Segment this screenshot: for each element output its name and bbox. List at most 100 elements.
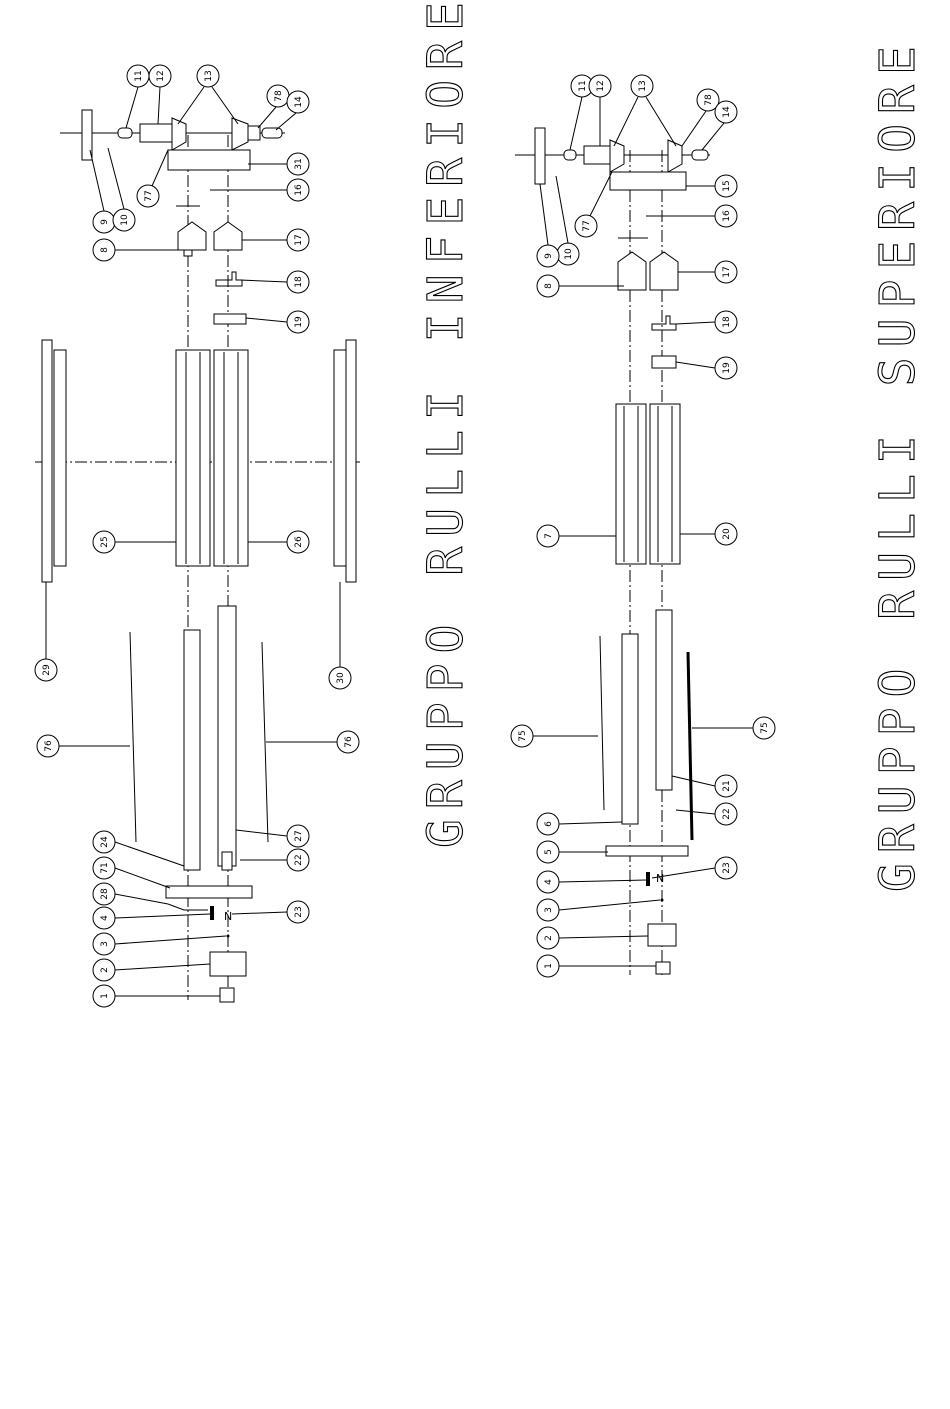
svg-text:7: 7 [544, 533, 554, 539]
callout-lower-14: 14 [287, 91, 309, 113]
callout-lower-2: 2 [93, 959, 115, 981]
callout-upper-17: 17 [715, 261, 737, 283]
callout-lower-3: 3 [93, 933, 115, 955]
svg-text:19: 19 [722, 362, 732, 374]
svg-text:13: 13 [638, 80, 648, 91]
callout-upper-15: 15 [715, 175, 737, 197]
svg-text:17: 17 [722, 266, 732, 277]
callout-upper-16: 16 [715, 205, 737, 227]
svg-text:10: 10 [564, 248, 574, 260]
callout-lower-76b: 76 [337, 731, 359, 753]
callout-lower-16: 16 [287, 179, 309, 201]
svg-text:1: 1 [100, 993, 110, 999]
callout-upper-5: 5 [537, 841, 559, 863]
callout-upper-7: 7 [537, 525, 559, 547]
svg-text:22: 22 [722, 808, 732, 819]
svg-text:19: 19 [294, 316, 304, 328]
callout-lower-31: 31 [287, 153, 309, 175]
callout-lower-23: 23 [287, 901, 309, 923]
svg-text:17: 17 [294, 234, 304, 245]
svg-text:27: 27 [294, 830, 304, 841]
svg-text:10: 10 [120, 214, 130, 226]
svg-text:25: 25 [100, 536, 110, 547]
svg-text:11: 11 [134, 70, 144, 81]
svg-text:12: 12 [596, 80, 606, 91]
callout-lower-22: 22 [287, 849, 309, 871]
callout-upper-3: 3 [537, 899, 559, 921]
svg-text:14: 14 [294, 96, 304, 108]
svg-text:23: 23 [294, 906, 304, 917]
callout-lower-28: 28 [93, 883, 115, 905]
svg-text:4: 4 [544, 879, 554, 885]
callout-upper-22: 22 [715, 803, 737, 825]
callout-lower-30: 30 [329, 667, 351, 689]
callout-lower-19: 19 [287, 311, 309, 333]
svg-text:1: 1 [544, 963, 554, 969]
callout-upper-2: 2 [537, 927, 559, 949]
svg-text:77: 77 [582, 220, 592, 231]
svg-text:16: 16 [294, 184, 304, 196]
callout-lower-77: 77 [137, 185, 159, 207]
svg-text:29: 29 [42, 664, 52, 676]
svg-text:77: 77 [144, 190, 154, 201]
svg-text:9: 9 [544, 253, 554, 259]
callout-lower-8: 8 [93, 239, 115, 261]
callout-lower-4: 4 [93, 907, 115, 929]
svg-text:20: 20 [722, 528, 732, 540]
callout-lower-13: 13 [197, 65, 219, 87]
svg-text:78: 78 [704, 94, 714, 106]
callout-upper-14: 14 [715, 101, 737, 123]
svg-text:30: 30 [336, 672, 346, 684]
callout-lower-11: 11 [127, 65, 149, 87]
svg-text:15: 15 [722, 180, 732, 191]
svg-text:11: 11 [578, 80, 588, 91]
svg-text:75: 75 [518, 730, 528, 741]
callout-lower-27: 27 [287, 825, 309, 847]
lower-roller-group: N [35, 110, 360, 1002]
svg-text:31: 31 [294, 158, 304, 169]
svg-text:2: 2 [100, 967, 110, 973]
title-lower-group: GRUPPO RULLI INFERIORE [418, 0, 474, 848]
svg-text:13: 13 [204, 70, 214, 81]
callout-lower-25: 25 [93, 531, 115, 553]
svg-text:75: 75 [760, 722, 770, 733]
callout-upper-23: 23 [715, 857, 737, 879]
callout-lower-9: 9 [93, 211, 115, 233]
callout-lower-76a: 76 [37, 735, 59, 757]
svg-text:18: 18 [294, 276, 304, 288]
callout-upper-19: 19 [715, 357, 737, 379]
callout-upper-8: 8 [537, 275, 559, 297]
svg-text:9: 9 [100, 219, 110, 225]
callout-upper-75a: 75 [511, 725, 533, 747]
svg-text:18: 18 [722, 316, 732, 328]
callout-upper-21: 21 [715, 775, 737, 797]
callout-lower-10: 10 [113, 209, 135, 231]
svg-text:26: 26 [294, 536, 304, 548]
callout-upper-9: 9 [537, 245, 559, 267]
callout-upper-12: 12 [589, 75, 611, 97]
callout-lower-29: 29 [35, 659, 57, 681]
callout-lower-1: 1 [93, 985, 115, 1007]
callout-upper-6: 6 [537, 813, 559, 835]
callout-upper-75b: 75 [753, 717, 775, 739]
callout-lower-78: 78 [267, 85, 289, 107]
callout-lower-12: 12 [149, 65, 171, 87]
svg-text:14: 14 [722, 106, 732, 118]
callout-lower-17: 17 [287, 229, 309, 251]
svg-text:76: 76 [44, 740, 54, 752]
callout-upper-10: 10 [557, 243, 579, 265]
svg-text:N: N [656, 872, 664, 885]
callout-lower-18: 18 [287, 271, 309, 293]
callout-upper-1: 1 [537, 955, 559, 977]
callout-lower-24: 24 [93, 831, 115, 853]
svg-text:71: 71 [100, 862, 110, 873]
title-upper-group: GRUPPO RULLI SUPERIORE [870, 36, 926, 892]
svg-text:78: 78 [274, 90, 284, 102]
svg-text:2: 2 [544, 935, 554, 941]
svg-text:12: 12 [156, 70, 166, 81]
svg-text:22: 22 [294, 854, 304, 865]
svg-text:8: 8 [544, 283, 554, 289]
callout-upper-4: 4 [537, 871, 559, 893]
svg-text:23: 23 [722, 862, 732, 873]
